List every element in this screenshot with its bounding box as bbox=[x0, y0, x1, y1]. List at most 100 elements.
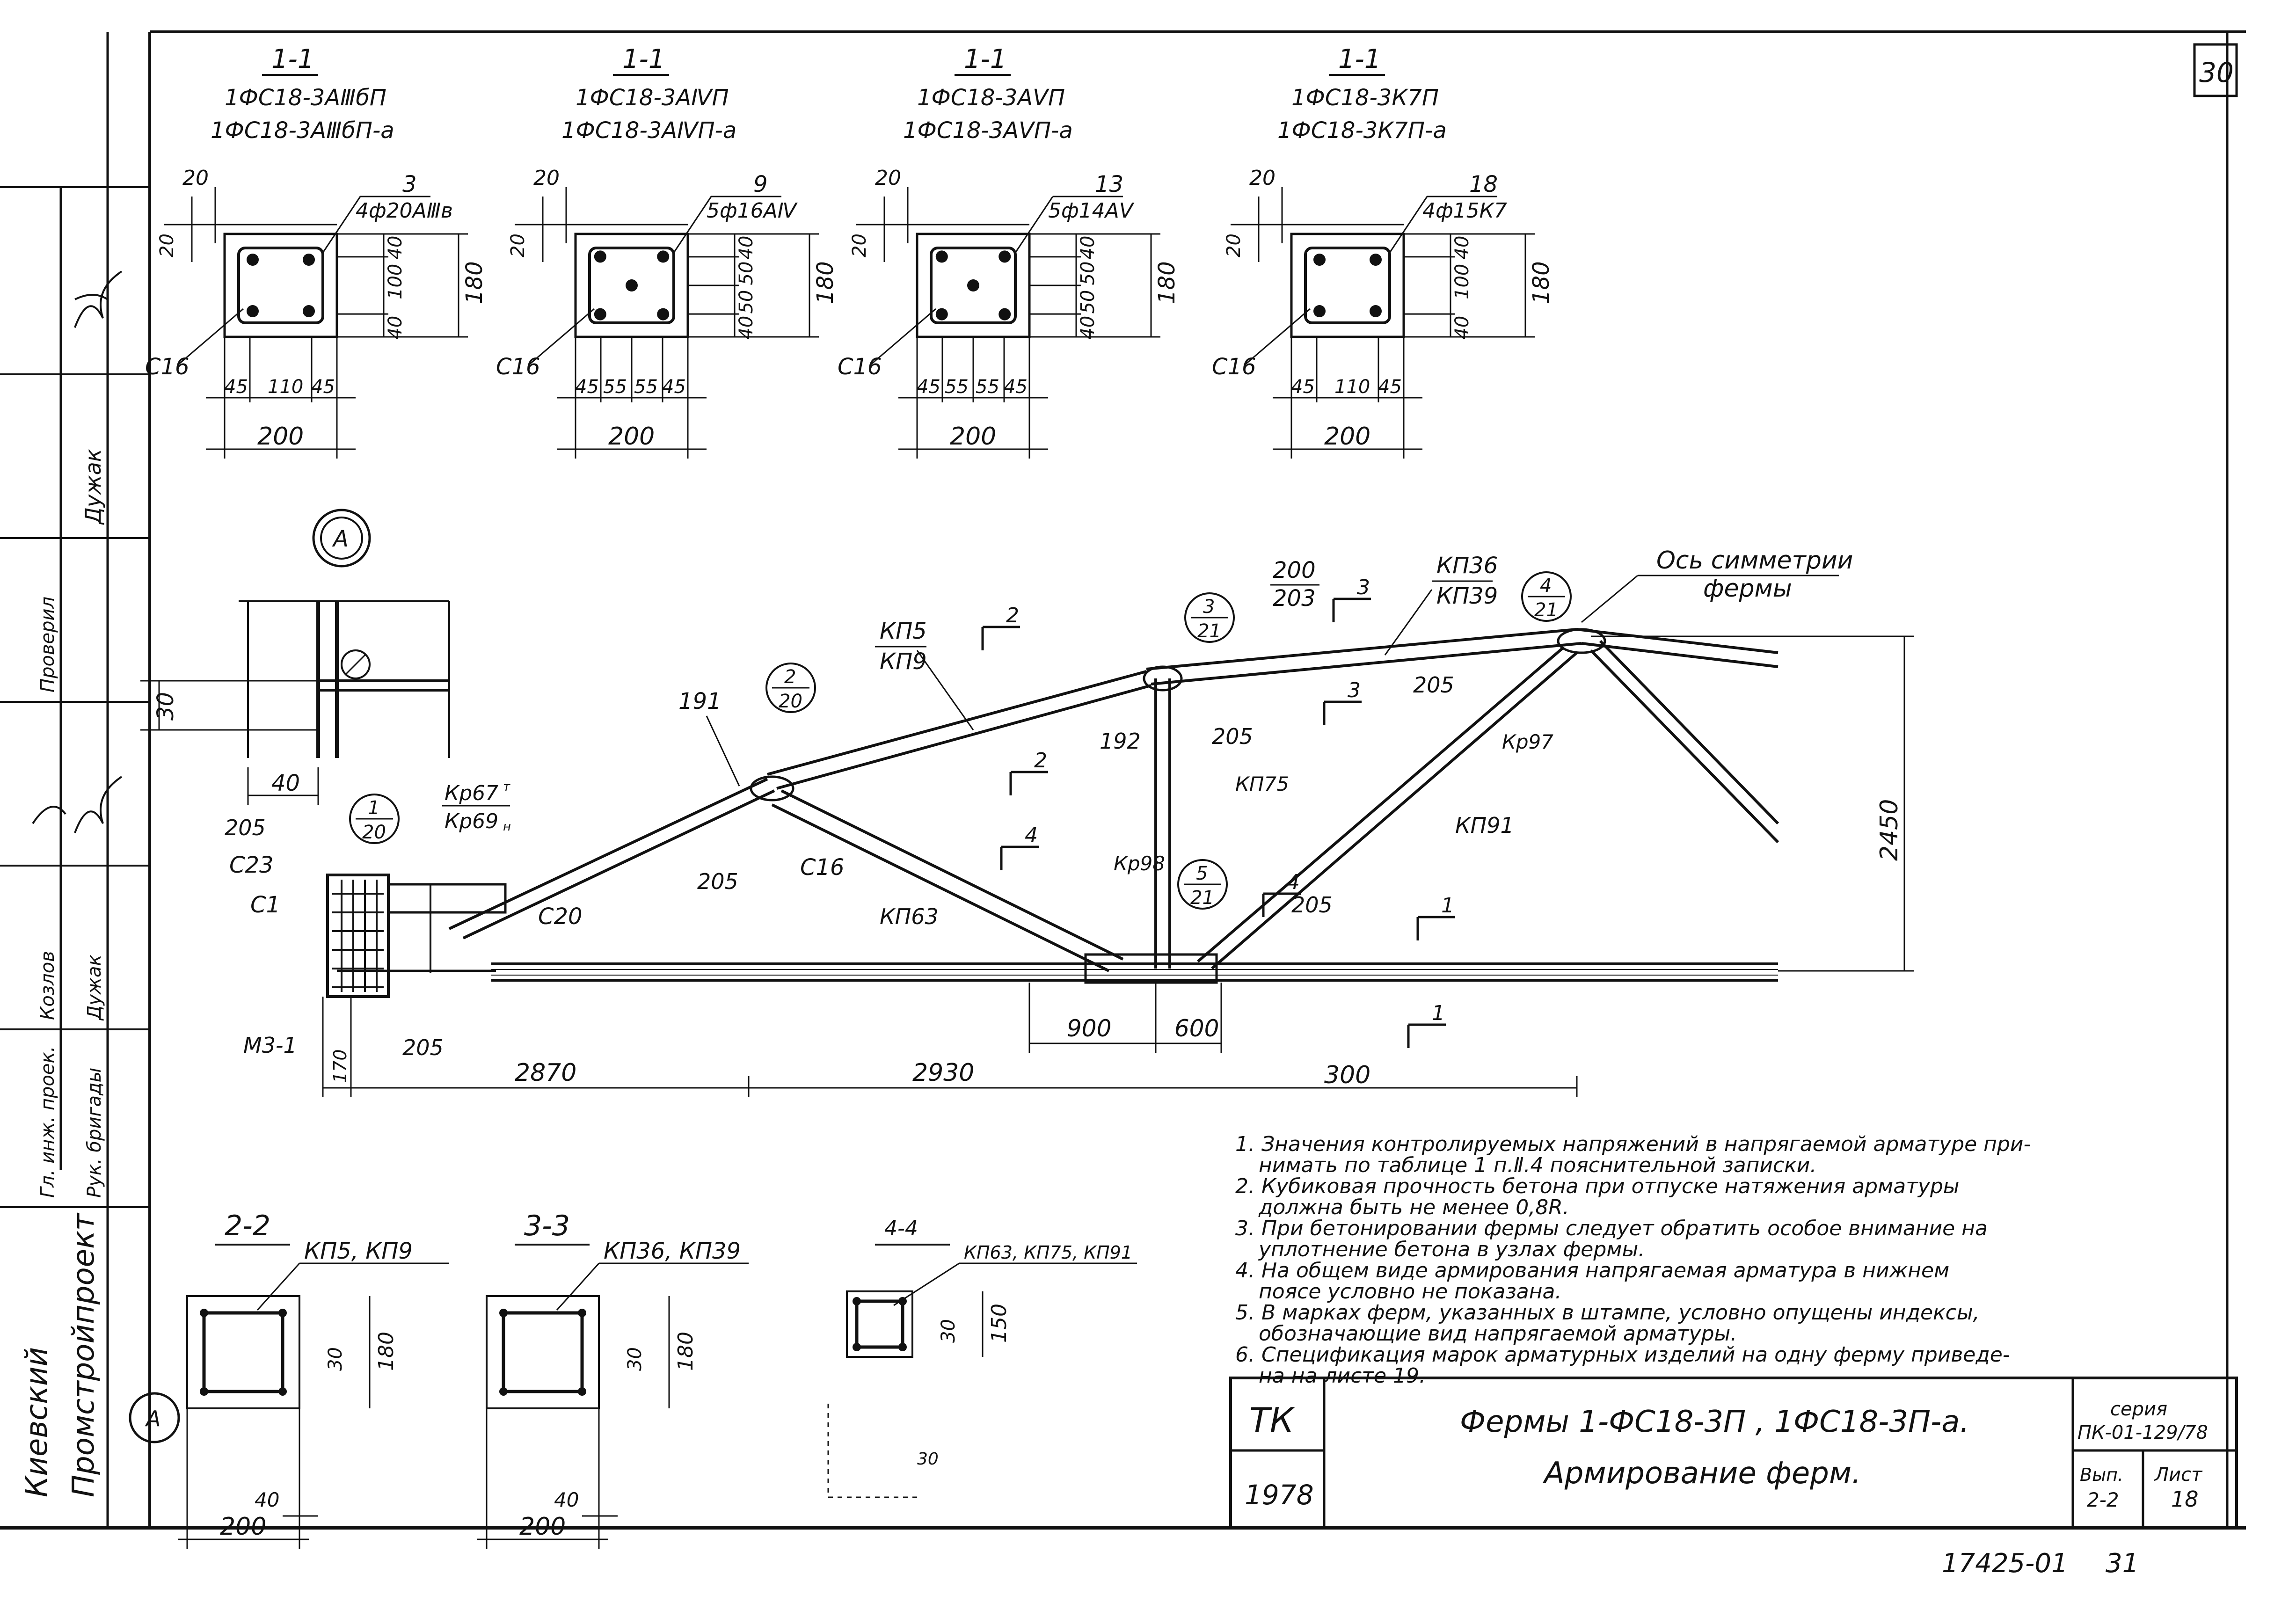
dim-text: 180 bbox=[674, 1332, 698, 1371]
dim-text: 55 bbox=[945, 376, 969, 398]
note-line: 2. Кубиковая прочность бетона при отпуск… bbox=[1235, 1174, 1960, 1198]
side-stamp-row: Проверил bbox=[37, 597, 58, 692]
bar-icon bbox=[303, 254, 315, 266]
side-stamp-row: Дужак bbox=[80, 449, 106, 525]
section-label: 1-1 bbox=[271, 44, 314, 74]
bar-icon bbox=[594, 250, 606, 263]
section-cut-label: 2 bbox=[1034, 749, 1047, 772]
section-cut-mark: 1 bbox=[1416, 894, 1455, 940]
node-callout-bottom: 21 bbox=[1190, 887, 1214, 909]
node-callout-top: 1 bbox=[368, 797, 379, 819]
section-label: 1-1 bbox=[964, 44, 1006, 74]
tb-series-label: серия bbox=[2110, 1399, 2167, 1420]
side-stamp-row: Гл. инж. проек. bbox=[37, 1046, 58, 1198]
node-callout-icon bbox=[1184, 592, 1235, 643]
member-label: КП36 bbox=[1436, 553, 1498, 579]
dim-text: 55 bbox=[603, 376, 627, 398]
node-callout: 421 bbox=[1521, 571, 1572, 622]
dim-text: 45 bbox=[1378, 376, 1402, 398]
dim-text: 20 bbox=[1223, 233, 1245, 257]
member-label: 205 bbox=[1212, 724, 1253, 749]
node-callout: 120 bbox=[349, 794, 400, 844]
section-mark: КП5, КП9 bbox=[304, 1238, 413, 1264]
node-callout-bottom: 20 bbox=[362, 822, 386, 843]
node-callout-bottom: 21 bbox=[1197, 620, 1221, 642]
section-cut-mark: 4 bbox=[1000, 823, 1039, 870]
section-label: 2-2 bbox=[225, 1210, 270, 1242]
tb-issue: 2-2 bbox=[2087, 1488, 2119, 1511]
bar-icon bbox=[200, 1309, 208, 1317]
node-callout: 321 bbox=[1184, 592, 1235, 643]
dim-text: 110 bbox=[1334, 376, 1370, 398]
section-cut-mark: 1 bbox=[1407, 1001, 1446, 1048]
bar-icon bbox=[499, 1309, 508, 1317]
dim-text: 200 bbox=[519, 1513, 566, 1541]
member-label: С20 bbox=[538, 904, 583, 930]
bar-icon bbox=[578, 1309, 586, 1317]
dim-text: 45 bbox=[311, 376, 335, 398]
symmetry-axis-label: фермы bbox=[1703, 575, 1792, 603]
cross-section: 1-11ФС18-3AⅢбП1ФС18-3AⅢбП-а34ф20AⅢвС1640… bbox=[145, 44, 488, 459]
section-mark: 1ФС18-3AⅣП-а bbox=[561, 117, 736, 144]
dim-text: 170 bbox=[330, 1049, 350, 1083]
dim-text: 40 bbox=[1077, 236, 1099, 260]
dim-text: 180 bbox=[461, 261, 488, 304]
detail-label: А bbox=[332, 526, 349, 552]
dim-text: 100 bbox=[1451, 264, 1473, 299]
dim-text: 200 bbox=[1324, 423, 1370, 451]
dim-text: 20 bbox=[875, 166, 901, 190]
dim-text: 900 bbox=[1067, 1015, 1111, 1042]
dim-text: 40 bbox=[736, 316, 757, 340]
note-line: нимать по таблице 1 п.Ⅱ.4 пояснительной … bbox=[1259, 1153, 1816, 1177]
node-callout-bottom: 21 bbox=[1534, 599, 1558, 621]
tb-sheet: 18 bbox=[2171, 1486, 2199, 1512]
stirrup-label: С16 bbox=[838, 354, 882, 380]
member-label: 192 bbox=[1100, 729, 1141, 754]
member-label: 203 bbox=[1273, 585, 1316, 612]
bar-icon bbox=[247, 254, 259, 266]
bar-icon bbox=[898, 1343, 907, 1351]
dim-text: 50 bbox=[1077, 262, 1099, 285]
sheet-number: 30 bbox=[2199, 57, 2234, 88]
note-line: уплотнение бетона в узлах фермы. bbox=[1258, 1238, 1645, 1261]
dim-text: 180 bbox=[1528, 261, 1554, 304]
section-cut-mark: 4 bbox=[1262, 870, 1301, 917]
dim-text: 40 bbox=[385, 236, 406, 260]
bar-spec: 5ф16AⅣ bbox=[707, 199, 798, 223]
section-cut-label: 1 bbox=[1432, 1001, 1445, 1025]
bar-icon bbox=[935, 250, 948, 263]
dim-text: 50 bbox=[736, 290, 757, 314]
section-mark: 1ФС18-3AⅤП bbox=[917, 85, 1065, 111]
dim-text: 40 bbox=[1451, 316, 1473, 340]
member-label: Кр69 bbox=[445, 809, 498, 833]
section-mark: КП36, КП39 bbox=[604, 1238, 741, 1264]
bar-icon bbox=[200, 1387, 208, 1396]
cross-section: 1-11ФС18-3AⅣП1ФС18-3AⅣП-а95ф16AⅣС1640505… bbox=[496, 44, 838, 459]
note-line: 5. В марках ферм, указанных в штампе, ус… bbox=[1235, 1301, 1980, 1325]
section-mark: 1ФС18-3AⅤП-а bbox=[903, 117, 1073, 144]
member-label: КП5 bbox=[880, 618, 927, 644]
node-callout-top: 3 bbox=[1203, 596, 1215, 618]
section-label: 1-1 bbox=[622, 44, 665, 74]
dim-text: 200 bbox=[257, 423, 304, 451]
member-label: КП39 bbox=[1436, 583, 1498, 609]
bar-icon bbox=[935, 308, 948, 321]
member-label: Кр97 bbox=[1502, 730, 1553, 753]
bar-icon bbox=[898, 1297, 907, 1305]
section-mark: 1ФС18-3К7П-а bbox=[1277, 117, 1447, 144]
section-mark: 1ФС18-3AⅢбП bbox=[225, 85, 386, 111]
bar-spec: 5ф14AⅤ bbox=[1048, 199, 1135, 223]
section-mark: 1ФС18-3AⅢбП-а bbox=[211, 117, 394, 144]
notes: 1. Значения контролируемых напряжений в … bbox=[1235, 1132, 2031, 1388]
section-cut-mark: 3 bbox=[1332, 576, 1371, 622]
member-label: 205 bbox=[1291, 892, 1333, 918]
dim-text: 30 bbox=[325, 1347, 346, 1371]
bar-icon bbox=[278, 1387, 287, 1396]
member-label: КП63 bbox=[880, 904, 939, 929]
side-stamp-row: Рук. бригады bbox=[84, 1068, 105, 1198]
bar-icon bbox=[657, 250, 670, 263]
dim-text: 180 bbox=[1154, 261, 1180, 304]
dim-text: 45 bbox=[662, 376, 686, 398]
dim-text: 180 bbox=[374, 1332, 398, 1371]
